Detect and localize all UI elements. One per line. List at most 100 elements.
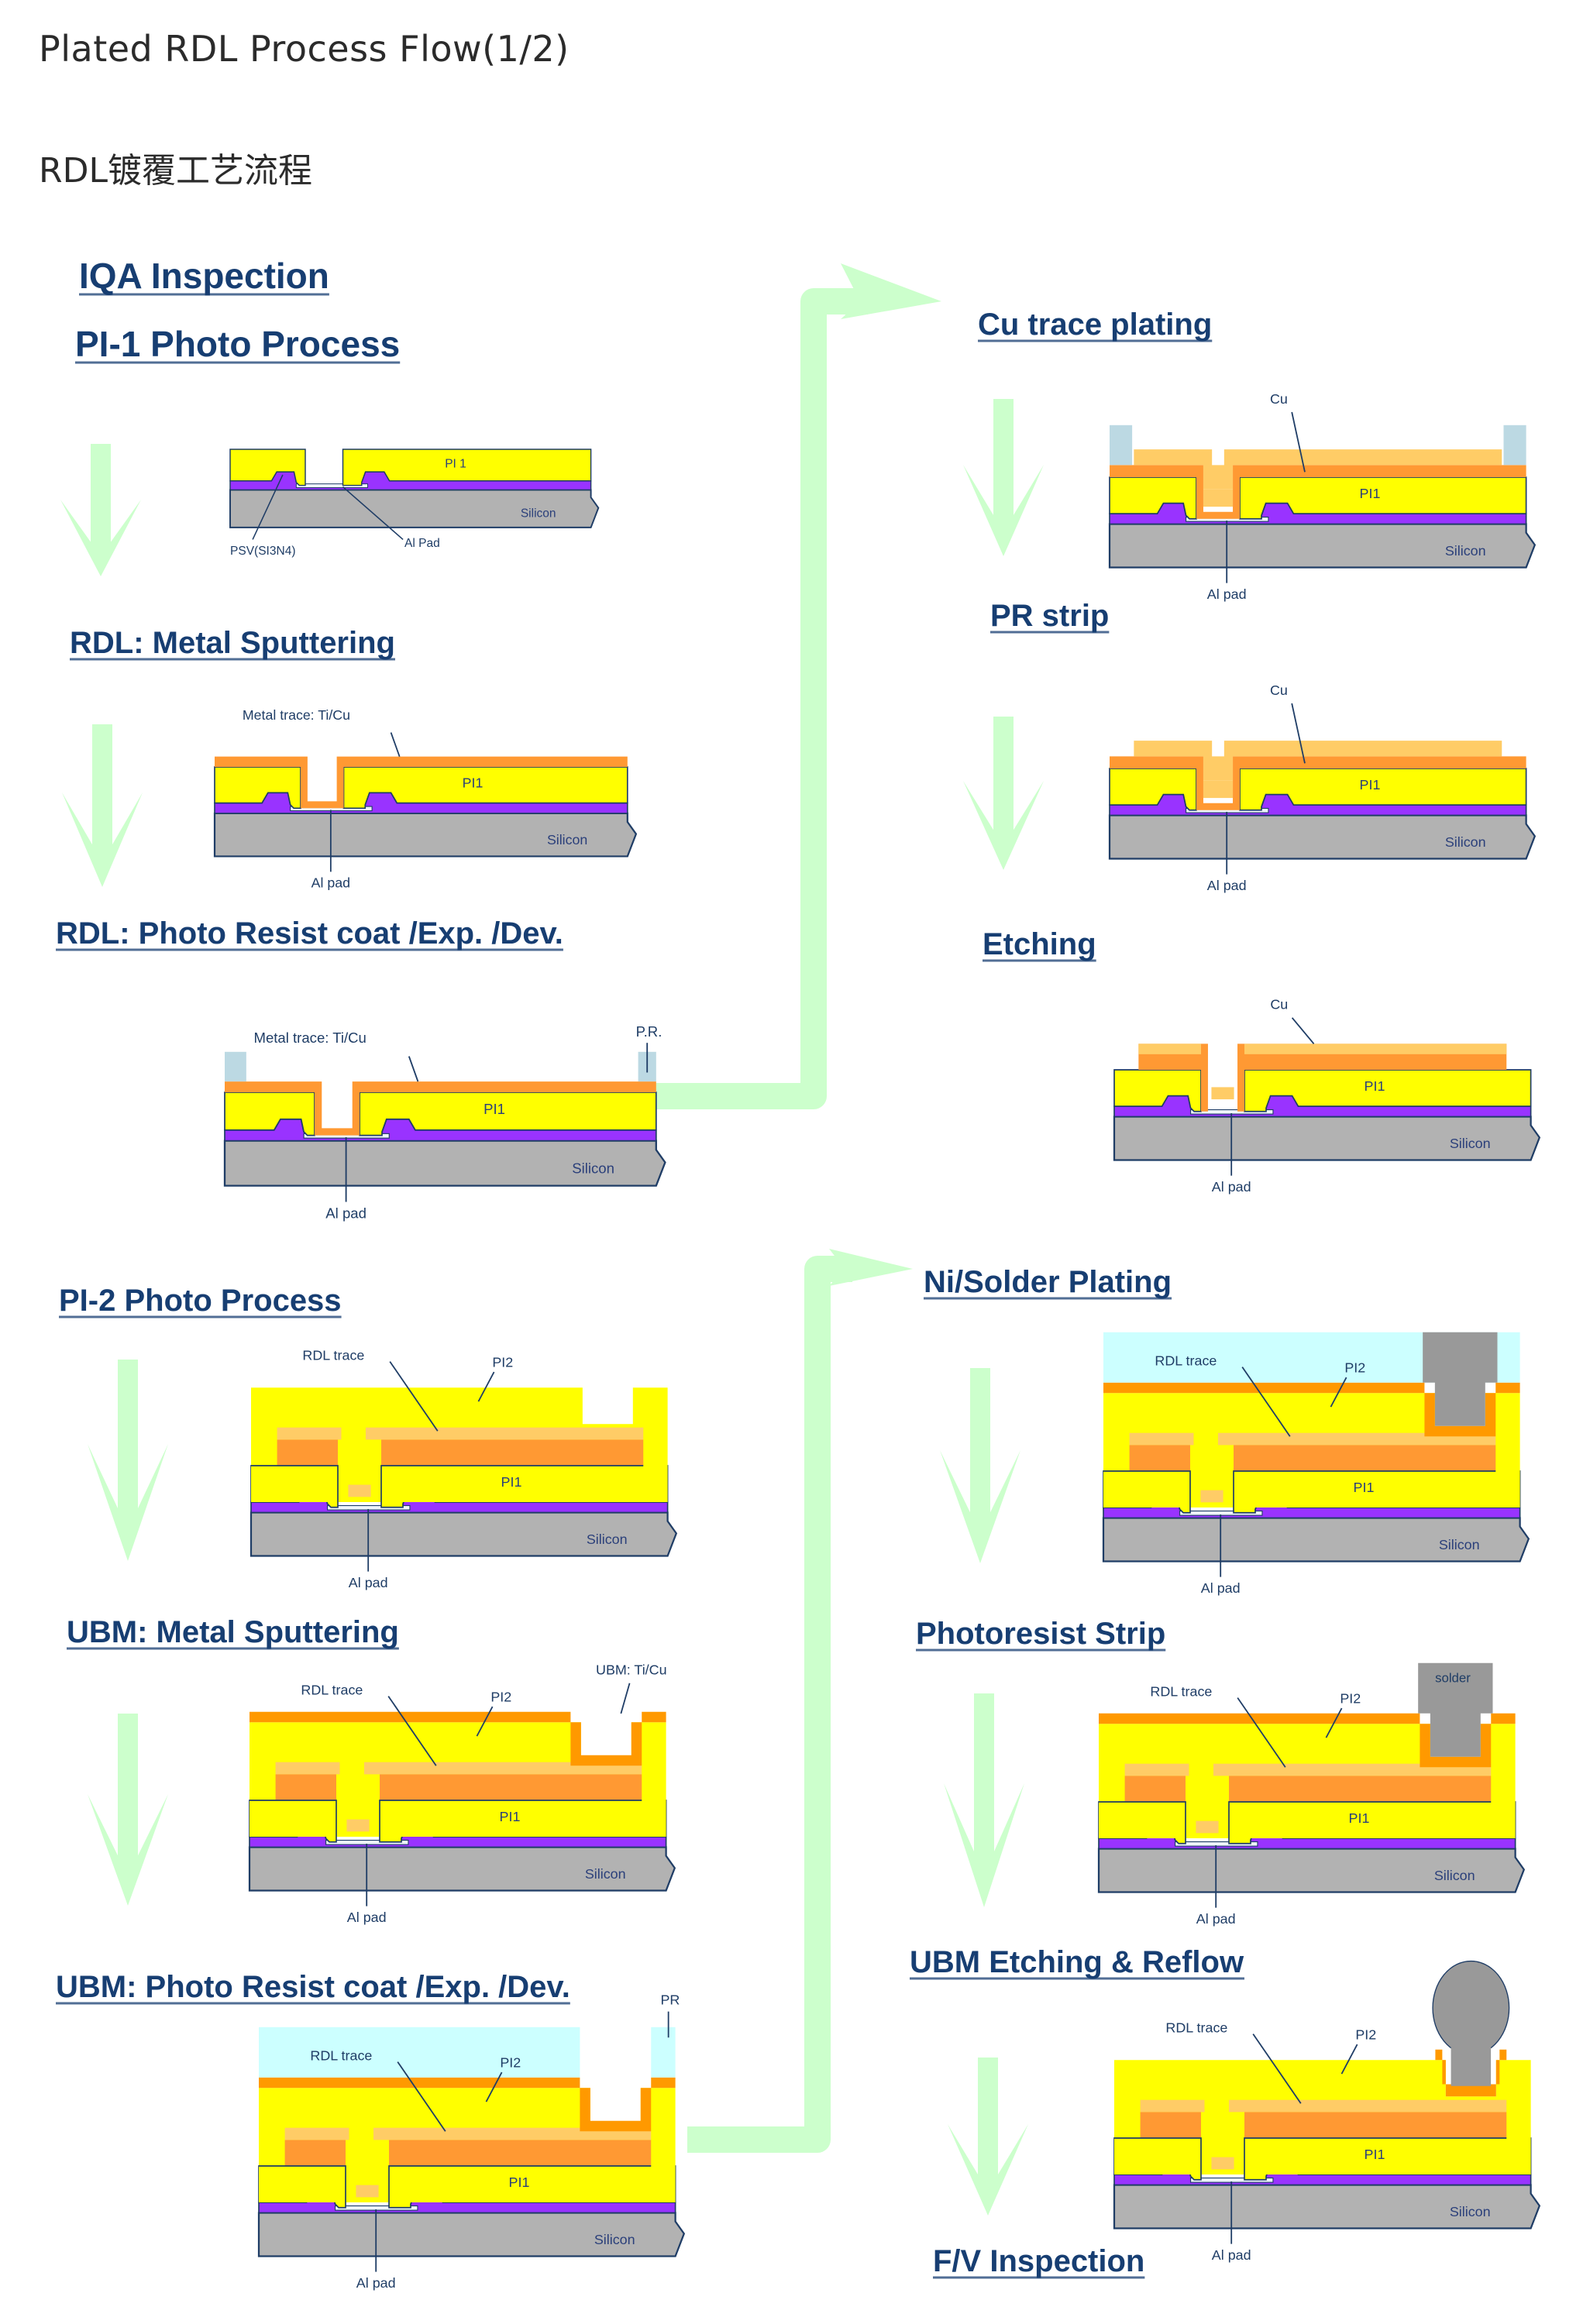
- down-arrow-icon: [62, 724, 143, 887]
- solder-plated: [1418, 1662, 1493, 1757]
- silicon-label: Silicon: [1445, 834, 1486, 850]
- photoresist-block: [1503, 425, 1526, 466]
- silicon-label: Silicon: [521, 507, 556, 520]
- rdl-trace-metal: [1124, 1776, 1492, 1844]
- rdl-trace-label: RDL trace: [302, 1347, 364, 1363]
- step-heading-text: RDL: Photo Resist coat /Exp. /Dev.: [56, 916, 563, 951]
- diagram-shapes: [1108, 741, 1537, 860]
- metal-trace-label: Metal trace: Ti/Cu: [254, 1030, 367, 1046]
- pi1-layer: [1239, 476, 1527, 520]
- pi1-outline: [380, 1465, 644, 1503]
- pi1-label: PI1: [501, 1474, 522, 1490]
- down-arrow-icon: [60, 444, 141, 576]
- silicon-label: Silicon: [1450, 1136, 1491, 1151]
- pi1-layer: [342, 449, 592, 486]
- cu-plated-layer: [1244, 1043, 1507, 1054]
- leader-line: [252, 474, 284, 540]
- diagram-shapes: [1108, 425, 1537, 569]
- ubm-ticu-layer: [1099, 1713, 1516, 1768]
- pi1-outline: [259, 2165, 346, 2203]
- silicon-label: Silicon: [1445, 543, 1486, 559]
- rdl-trace-cu: [1211, 2157, 1234, 2170]
- step-heading-text: Etching: [983, 927, 1096, 961]
- pi1-outline: [1099, 1801, 1186, 1839]
- ubm-label: UBM: Ti/Cu: [596, 1662, 667, 1678]
- pi1-outline: [1228, 1801, 1492, 1839]
- diagram-shapes: [1113, 1960, 1541, 2229]
- ticu-seed-layer: [1110, 756, 1526, 810]
- al-pad-label: Al pad: [1201, 1580, 1241, 1596]
- cu-plated-layer: [1134, 741, 1502, 781]
- leader-line: [1330, 1377, 1347, 1408]
- leader-line: [1252, 2033, 1302, 2104]
- rdl-trace-cu: [1228, 2099, 1507, 2113]
- pi1-label: PI1: [1360, 486, 1381, 501]
- rdl-trace-cu: [356, 2185, 379, 2198]
- step-heading-pi2: PI-2 Photo Process: [59, 1284, 342, 1318]
- pi1-label: PI1: [1365, 1078, 1385, 1094]
- pi1-outline: [1233, 1470, 1496, 1508]
- silicon-label: Silicon: [572, 1160, 614, 1176]
- leader-line: [476, 1706, 494, 1737]
- leader-line: [389, 1361, 439, 1432]
- psv-label: PSV(SI3N4): [230, 545, 296, 558]
- down-arrow-icon: [944, 1693, 1024, 1907]
- al-pad-label: Al Pad: [404, 537, 440, 550]
- al-pad-label: Al pad: [311, 875, 350, 890]
- step-heading-cu-plating: Cu trace plating: [978, 308, 1213, 342]
- right-arrow-head-icon: [829, 1249, 913, 1286]
- diagram-shapes: [213, 756, 638, 858]
- pi2-label: PI2: [1340, 1690, 1361, 1706]
- ubm-ticu-layer: [250, 1711, 666, 1766]
- down-arrow-icon: [948, 2058, 1028, 2216]
- leader-line: [387, 1696, 437, 1766]
- down-arrow-icon: [88, 1714, 168, 1906]
- step-heading-text: PI-1 Photo Process: [75, 324, 400, 364]
- connector-arrow-2: [687, 1256, 852, 2153]
- step-heading-text: UBM: Photo Resist coat /Exp. /Dev.: [56, 1970, 570, 2004]
- leader-line: [620, 1683, 631, 1714]
- silicon-label: Silicon: [1439, 1537, 1480, 1552]
- pi1-label: PI1: [463, 775, 484, 791]
- step-heading-pi1: PI-1 Photo Process: [75, 324, 401, 364]
- connector-arrow-1: [643, 288, 868, 1109]
- rdl-trace-cu: [346, 1819, 370, 1832]
- al-pad-label: Al pad: [1207, 586, 1247, 602]
- pi2-label: PI2: [492, 1354, 513, 1370]
- step-heading-ni-solder: Ni/Solder Plating: [924, 1265, 1172, 1300]
- pi1-label: PI1: [1349, 1810, 1370, 1826]
- step-heading-text: Cu trace plating: [978, 308, 1212, 342]
- pi1-layer: [359, 1092, 657, 1136]
- diagram-shapes: [248, 1711, 676, 1892]
- leader-line: [342, 486, 404, 540]
- leader-line: [477, 1371, 495, 1402]
- step-heading-text: Photoresist Strip: [916, 1617, 1165, 1651]
- rdl-trace-cu: [348, 1484, 371, 1497]
- al-pad-label: Al pad: [1212, 2247, 1251, 2263]
- step-heading-pr-strip: PR strip: [990, 599, 1110, 634]
- rdl-trace-metal: [284, 2140, 652, 2208]
- photoresist-block: [225, 1051, 246, 1082]
- rdl-trace-metal: [277, 1439, 644, 1508]
- leader-line: [408, 1056, 419, 1082]
- pi2-fill-via: [339, 1762, 364, 1797]
- al-pad-label: Al pad: [356, 2275, 396, 2291]
- solder-ball: [1432, 1960, 1510, 2056]
- diagram-shapes: [223, 1051, 666, 1187]
- step-heading-text: PI-2 Photo Process: [59, 1284, 342, 1318]
- flow-arrows: [60, 263, 1044, 2216]
